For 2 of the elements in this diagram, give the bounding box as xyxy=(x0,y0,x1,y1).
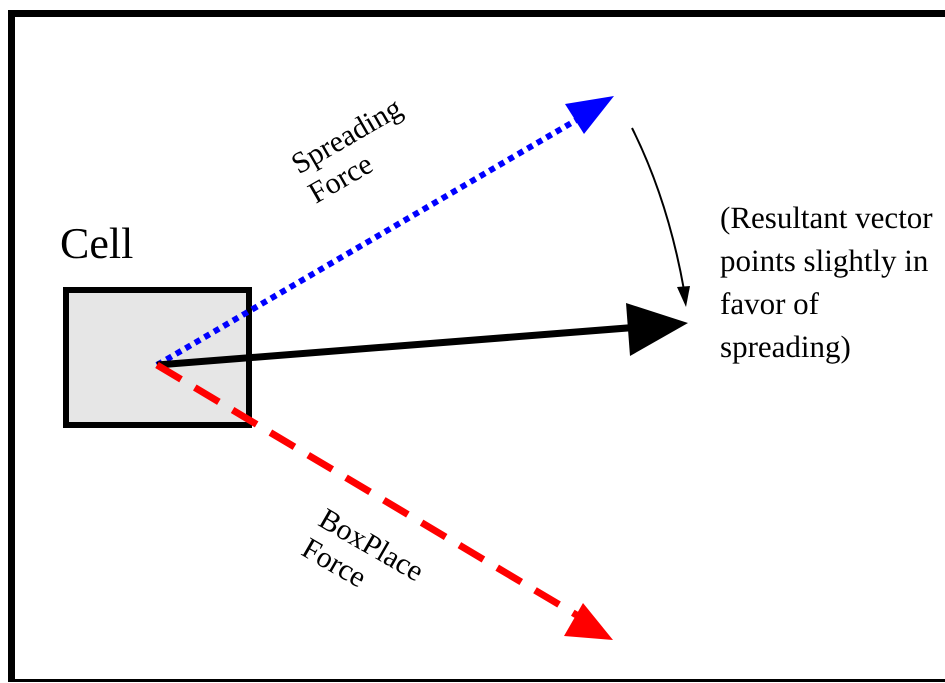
annotation-text: (Resultant vector points slightly in favor of spreading) xyxy=(720,199,934,366)
node-heading: Cell xyxy=(60,220,134,268)
